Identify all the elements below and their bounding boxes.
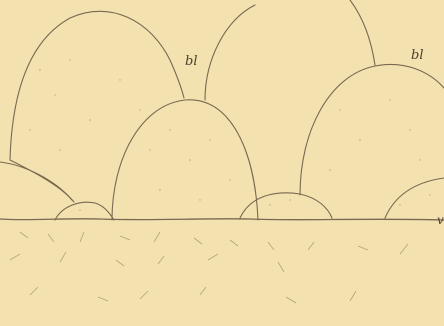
- lower-tissue: [10, 232, 408, 303]
- stipple-texture: [29, 59, 430, 210]
- dome-center: [112, 100, 258, 220]
- vesicle-outline-left-tall: [10, 11, 184, 160]
- basement-membrane: [0, 219, 444, 220]
- label-bl-right: bl: [411, 49, 423, 62]
- basal-cell-middle: [240, 193, 332, 218]
- label-v: v: [437, 214, 444, 226]
- basal-cell-right: [385, 178, 444, 218]
- label-bl-left: bl: [185, 55, 197, 68]
- vesicle-outline-center-right: [350, 0, 375, 65]
- dome-right: [300, 64, 444, 195]
- vesicle-outline-left-edge: [0, 162, 72, 200]
- basal-cell-left: [55, 202, 114, 220]
- vesicle-outline-center-tall: [205, 5, 255, 100]
